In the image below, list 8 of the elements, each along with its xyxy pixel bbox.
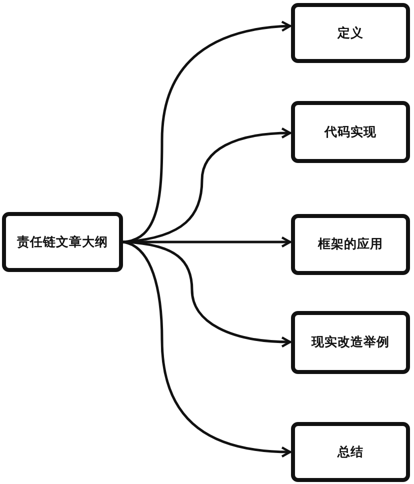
topic-box: 代码实现 xyxy=(291,101,410,163)
curved-arrow xyxy=(122,240,292,458)
topic-box: 现实改造举例 xyxy=(291,311,410,374)
topic-box: 框架的应用 xyxy=(291,214,410,275)
topic-box: 总结 xyxy=(291,422,410,482)
curved-arrow xyxy=(122,128,292,244)
topic-box: 责任链文章大纲 xyxy=(2,212,123,272)
topic-box: 定义 xyxy=(291,3,410,63)
